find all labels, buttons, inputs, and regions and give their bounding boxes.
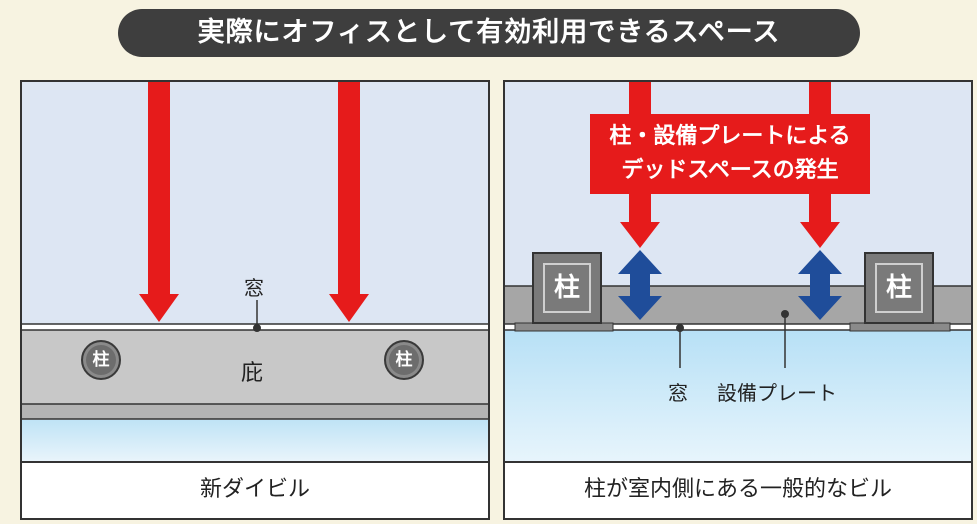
eave-label: 庇 bbox=[241, 361, 264, 386]
window-pointer-dot bbox=[676, 324, 684, 332]
window-label: 窓 bbox=[668, 381, 688, 405]
callout-line-1: 柱・設備プレートによる bbox=[609, 124, 851, 149]
blue-double-arrow-right bbox=[798, 250, 842, 320]
interior-floor bbox=[505, 330, 971, 470]
callout-line-2: デッドスペースの発生 bbox=[621, 158, 839, 183]
red-arrow-left bbox=[139, 82, 179, 322]
left-panel-drawing bbox=[22, 82, 488, 470]
window-label: 窓 bbox=[244, 276, 264, 300]
column-icon-right: 柱 bbox=[384, 340, 424, 380]
column-icon-left: 柱 bbox=[81, 340, 121, 380]
equipment-plate-right bbox=[849, 322, 951, 332]
column-block-right: 柱 bbox=[864, 252, 934, 324]
column-label-left: 柱 bbox=[543, 263, 591, 313]
dead-space-callout: 柱・設備プレートによる デッドスペースの発生 bbox=[590, 114, 870, 194]
window-strip bbox=[505, 324, 971, 330]
left-panel: 窓 庇 柱 柱 新ダイビル bbox=[20, 80, 490, 520]
right-caption: 柱が室内側にある一般的なビル bbox=[505, 461, 971, 518]
right-panel: 柱・設備プレートによる デッドスペースの発生 柱 柱 窓 設備プレート 柱が室内… bbox=[503, 80, 973, 520]
column-block-left: 柱 bbox=[532, 252, 602, 324]
red-arrow-right bbox=[329, 82, 369, 322]
column-label-right: 柱 bbox=[875, 263, 923, 313]
equipment-plate-label: 設備プレート bbox=[717, 381, 837, 405]
plate-pointer-dot bbox=[781, 310, 789, 318]
equipment-plate-left bbox=[514, 322, 614, 332]
window-pointer-dot bbox=[253, 324, 261, 332]
left-caption: 新ダイビル bbox=[22, 461, 488, 518]
blue-double-arrow-left bbox=[618, 250, 662, 320]
diagram-title: 実際にオフィスとして有効利用できるスペース bbox=[118, 9, 860, 57]
